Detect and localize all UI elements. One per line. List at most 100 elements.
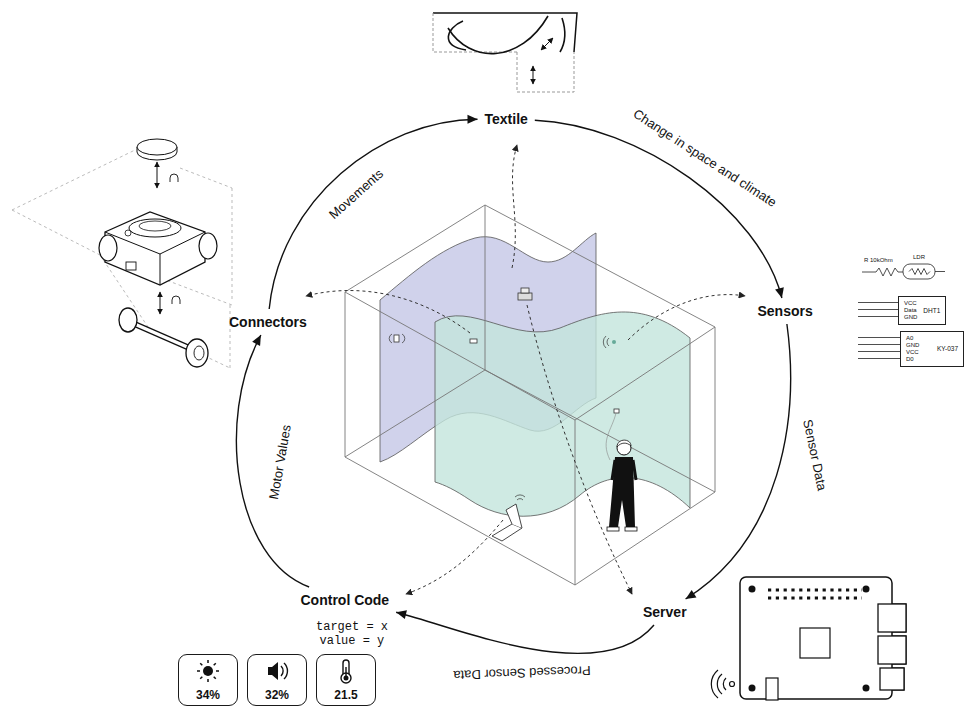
raspberry-pi <box>711 670 726 698</box>
cycle-connector <box>535 120 784 298</box>
status-icon <box>203 666 213 676</box>
cycle-connector <box>236 335 309 587</box>
tile-text-wrap: 21.5 <box>317 688 375 702</box>
pin-name: GND <box>904 314 917 321</box>
textile-sketch <box>448 21 466 50</box>
code-line: value = y <box>320 635 385 649</box>
pin-name: VCC <box>906 349 919 356</box>
connector-parts <box>194 346 204 360</box>
raspberry-pi <box>878 636 906 664</box>
connector-parts <box>130 322 194 350</box>
room-model <box>470 339 477 343</box>
stage-label: Server <box>639 602 691 622</box>
arrow-head <box>775 287 784 298</box>
raspberry-pi <box>878 604 906 632</box>
raspberry-pi <box>880 668 904 690</box>
arrow-head <box>686 590 697 599</box>
component-label: R 10kOhm <box>864 257 893 264</box>
textile-sketch <box>433 13 577 52</box>
dashed-link <box>306 291 470 333</box>
edge-label: Change in space and climate <box>631 106 780 210</box>
sensor-schematic <box>858 338 900 359</box>
room-model <box>389 334 405 343</box>
connector-parts <box>139 221 171 231</box>
room-model <box>617 440 631 447</box>
stage-label: Control Code <box>297 590 394 610</box>
stage-name: Textile <box>485 111 528 127</box>
status-icon <box>345 667 346 676</box>
reading-value: 34% <box>179 688 237 702</box>
pin-name: Data <box>904 307 917 314</box>
connector-parts <box>160 292 161 314</box>
component-label: LDR <box>913 254 925 261</box>
raspberry-pi <box>863 586 870 593</box>
raspberry-pi <box>878 604 906 632</box>
room-model <box>515 495 525 500</box>
reading-value: 32% <box>248 688 306 702</box>
stage-name: Connectors <box>229 314 307 330</box>
connector-parts <box>105 212 205 285</box>
status-tile: 32% <box>247 654 307 706</box>
room-model <box>606 413 616 460</box>
status-icon <box>281 663 287 679</box>
pin-column: A0GNDVCCD0 <box>906 335 919 363</box>
room-model <box>518 293 532 300</box>
stage-name: Server <box>643 604 687 620</box>
connector-parts <box>12 150 232 368</box>
room-model <box>492 524 522 541</box>
pin-name: VCC <box>904 300 917 307</box>
raspberry-pi <box>749 586 756 593</box>
textile-sketch <box>533 66 534 84</box>
raspberry-pi <box>766 678 778 700</box>
pin-name: GND <box>906 342 919 349</box>
raspberry-pi <box>878 636 906 664</box>
raspberry-pi <box>730 682 735 687</box>
edge-label: Movements <box>326 166 386 222</box>
room-model <box>607 527 619 531</box>
room-model <box>617 441 631 455</box>
arrow-head <box>467 115 477 124</box>
room-model <box>521 288 529 293</box>
connector-parts <box>157 162 158 188</box>
textile-sketch <box>433 13 577 92</box>
module-name: DHT1 <box>923 307 940 315</box>
edge-label: Sensor Data <box>800 418 830 492</box>
connector-parts <box>126 262 136 270</box>
arrow-head <box>396 610 407 619</box>
connector-parts <box>130 322 194 350</box>
tile-text-wrap: 32% <box>248 688 306 702</box>
sensor-schematic <box>858 303 898 317</box>
connector-parts <box>137 139 177 155</box>
room-model <box>435 312 690 516</box>
edge-label: Motor Values <box>266 423 294 500</box>
stage-label: Connectors <box>225 312 311 332</box>
room-model <box>614 409 619 413</box>
sensor-schematic <box>862 268 903 276</box>
room-model <box>603 336 609 348</box>
module-name: KY-037 <box>937 345 958 353</box>
connector-parts <box>12 139 232 368</box>
dashed-link <box>306 145 745 594</box>
sensor-schematic <box>903 264 935 279</box>
connector-parts <box>170 174 178 182</box>
stage-label: Sensors <box>754 301 817 321</box>
raspberry-pi <box>749 685 756 692</box>
status-icon <box>268 662 278 680</box>
room-model <box>394 335 399 342</box>
room-model <box>612 340 616 344</box>
pin-name: A0 <box>906 335 919 342</box>
tile-text-wrap: 34% <box>179 688 237 702</box>
raspberry-pi <box>880 668 904 690</box>
raspberry-pi <box>711 577 906 700</box>
connector-parts <box>99 235 117 261</box>
status-tile: 21.5 <box>316 654 376 706</box>
dashed-link <box>628 295 745 340</box>
sensor-module-box: A0GNDVCCD0 KY-037 <box>900 331 964 367</box>
room-model <box>345 205 715 585</box>
arrow-head <box>252 335 261 346</box>
room-model <box>609 493 635 527</box>
room-model <box>625 527 637 531</box>
status-icon <box>197 660 351 683</box>
dashed-link <box>406 520 503 594</box>
